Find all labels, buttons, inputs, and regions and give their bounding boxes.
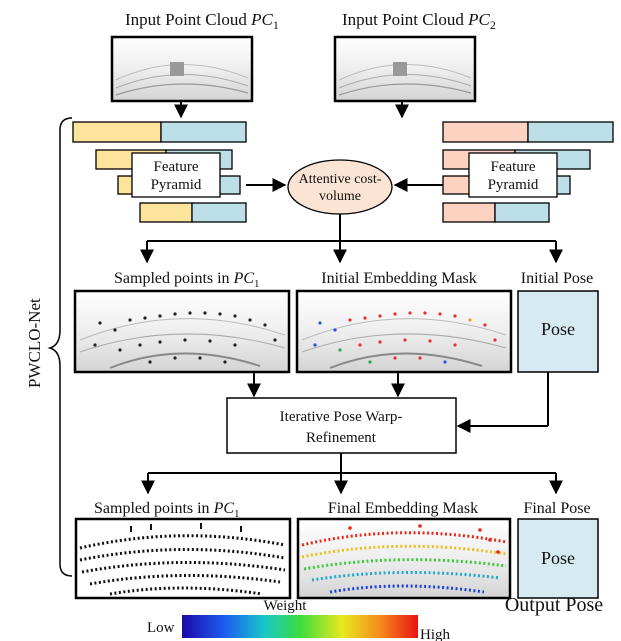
- right-feature-pyramid: [442, 121, 614, 223]
- stage1-sampled-image: [73, 289, 291, 374]
- input-pc1-image: [110, 35, 254, 103]
- right-pyramid-label-2: Pyramid: [488, 177, 539, 193]
- initial-pose-text: Pose: [541, 319, 575, 339]
- stage1-mask-label: Initial Embedding Mask: [321, 270, 477, 287]
- initial-pose-box: [517, 290, 599, 373]
- stage2-sampled-image: [74, 517, 292, 600]
- split-arrows: [140, 214, 563, 264]
- right-pyramid-label-1: Feature: [491, 159, 536, 175]
- output-pose-label: Output Pose: [505, 594, 603, 616]
- stage2-mask-image: [296, 517, 512, 600]
- arrows-to-refinement: [247, 372, 549, 433]
- stage2-sampled-label: Sampled points in PC1: [94, 500, 240, 520]
- left-pyramid-label-1: Feature: [154, 159, 199, 175]
- stage1-sampled-label: Sampled points in PC1: [114, 270, 260, 290]
- cost-volume-label-1: Attentive cost-: [299, 172, 382, 187]
- stage1-mask-image: [295, 289, 513, 374]
- refinement-label-2: Refinement: [306, 430, 377, 446]
- network-label: PWCLO-Net: [25, 298, 44, 388]
- stage1-pose-label: Initial Pose: [521, 270, 593, 287]
- network-brace: [47, 117, 73, 577]
- refinement-box: [226, 397, 457, 454]
- final-pose-box: [517, 518, 599, 599]
- input-pc2-label: Input Point Cloud PC2: [342, 10, 496, 32]
- colorbar: [182, 615, 418, 638]
- refinement-label-1: Iterative Pose Warp-: [280, 409, 403, 425]
- input-pc1-label: Input Point Cloud PC1: [125, 10, 279, 32]
- final-pose-text: Pose: [541, 548, 575, 568]
- left-pyramid-label-2: Pyramid: [151, 177, 202, 193]
- cost-volume-label-2: volume: [319, 189, 361, 204]
- input-pc2-image: [333, 35, 477, 103]
- stage2-mask-label: Final Embedding Mask: [328, 500, 478, 517]
- left-feature-pyramid: [72, 121, 247, 223]
- cost-volume-node: [287, 159, 393, 215]
- colorbar-title: Weight: [264, 598, 308, 614]
- colorbar-high: High: [420, 627, 451, 641]
- colorbar-low: Low: [147, 620, 175, 636]
- split-arrows-2: [141, 453, 563, 495]
- stage2-pose-label: Final Pose: [523, 500, 590, 517]
